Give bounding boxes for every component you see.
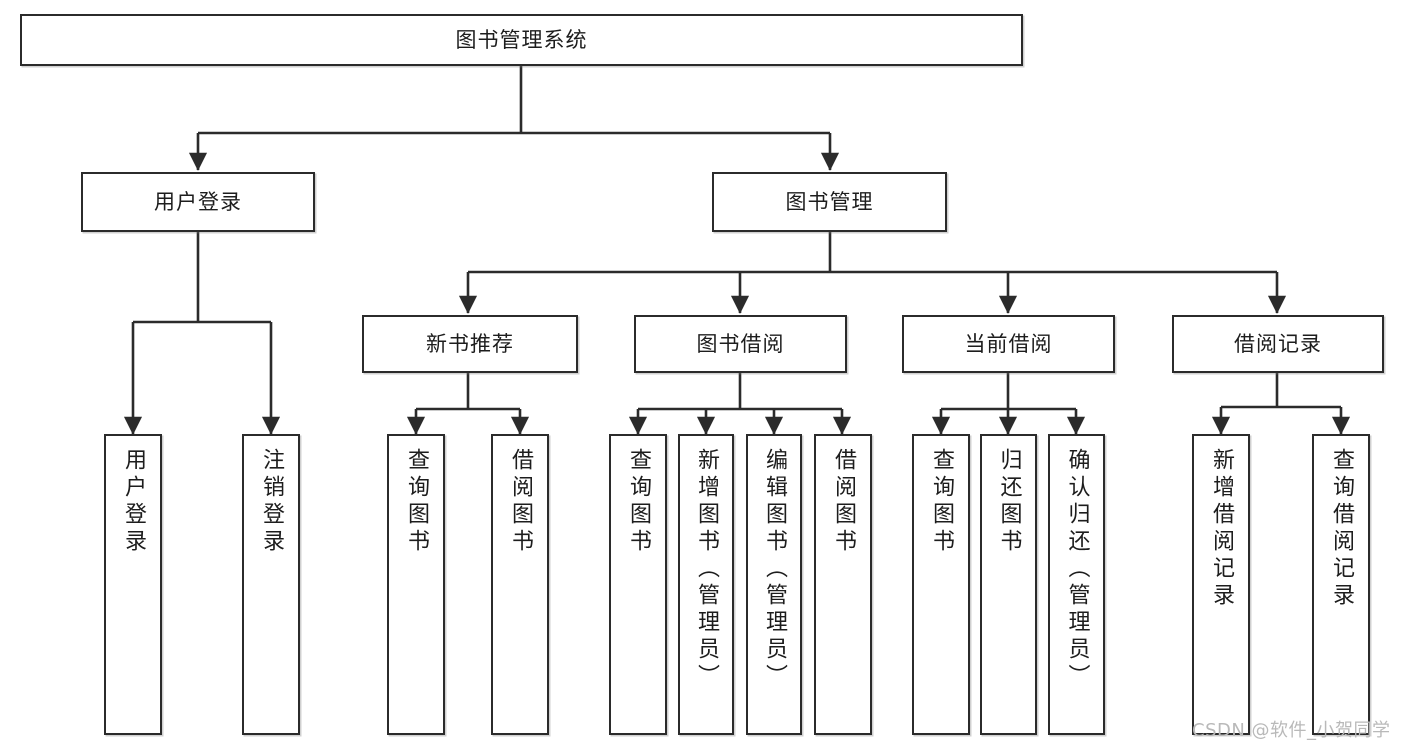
node-leaf-edit-book-label: 编辑图书（管理员） [762, 448, 787, 691]
node-leaf-return-book[interactable]: 归还图书 [980, 434, 1037, 735]
node-leaf-add-book[interactable]: 新增图书（管理员） [678, 434, 734, 735]
node-new-book-rec[interactable]: 新书推荐 [362, 315, 578, 373]
node-current-borrow-label: 当前借阅 [964, 331, 1053, 356]
node-leaf-query-record[interactable]: 查询借阅记录 [1312, 434, 1370, 735]
node-leaf-logout-login-label: 注销登录 [259, 448, 284, 556]
node-leaf-edit-book[interactable]: 编辑图书（管理员） [746, 434, 802, 735]
node-leaf-add-book-label: 新增图书（管理员） [694, 448, 719, 691]
node-leaf-borrow-book-2[interactable]: 借阅图书 [814, 434, 872, 735]
node-leaf-borrow-book-2-label: 借阅图书 [831, 448, 856, 556]
node-leaf-add-record[interactable]: 新增借阅记录 [1192, 434, 1250, 735]
node-leaf-query-book-3[interactable]: 查询图书 [912, 434, 970, 735]
csdn-watermark: CSDN @软件_小贺同学 [1192, 720, 1391, 741]
node-book-manage-label: 图书管理 [785, 189, 874, 214]
node-user-login[interactable]: 用户登录 [81, 172, 315, 232]
node-book-borrow-label: 图书借阅 [696, 331, 785, 356]
node-book-borrow[interactable]: 图书借阅 [634, 315, 847, 373]
node-borrow-record[interactable]: 借阅记录 [1172, 315, 1384, 373]
node-leaf-confirm-return-label: 确认归还（管理员） [1064, 448, 1090, 691]
node-leaf-borrow-book-1[interactable]: 借阅图书 [491, 434, 549, 735]
node-leaf-query-book-1[interactable]: 查询图书 [387, 434, 445, 735]
node-leaf-query-book-1-label: 查询图书 [404, 448, 429, 556]
node-user-login-label: 用户登录 [154, 189, 242, 214]
node-leaf-query-book-2-label: 查询图书 [626, 448, 651, 556]
node-leaf-confirm-return[interactable]: 确认归还（管理员） [1048, 434, 1105, 735]
node-leaf-query-record-label: 查询借阅记录 [1329, 448, 1354, 610]
node-leaf-query-book-3-label: 查询图书 [929, 448, 954, 556]
node-borrow-record-label: 借阅记录 [1234, 331, 1322, 356]
node-leaf-logout-login[interactable]: 注销登录 [242, 434, 300, 735]
node-leaf-user-login[interactable]: 用户登录 [104, 434, 162, 735]
node-root[interactable]: 图书管理系统 [20, 14, 1023, 66]
node-leaf-query-book-2[interactable]: 查询图书 [609, 434, 667, 735]
node-new-book-rec-label: 新书推荐 [426, 331, 514, 356]
node-book-manage[interactable]: 图书管理 [712, 172, 947, 232]
node-root-label: 图书管理系统 [455, 27, 588, 52]
node-leaf-user-login-label: 用户登录 [121, 448, 146, 556]
node-leaf-borrow-book-1-label: 借阅图书 [508, 448, 533, 556]
node-leaf-return-book-label: 归还图书 [996, 448, 1022, 556]
node-current-borrow[interactable]: 当前借阅 [902, 315, 1115, 373]
node-leaf-add-record-label: 新增借阅记录 [1209, 448, 1234, 610]
